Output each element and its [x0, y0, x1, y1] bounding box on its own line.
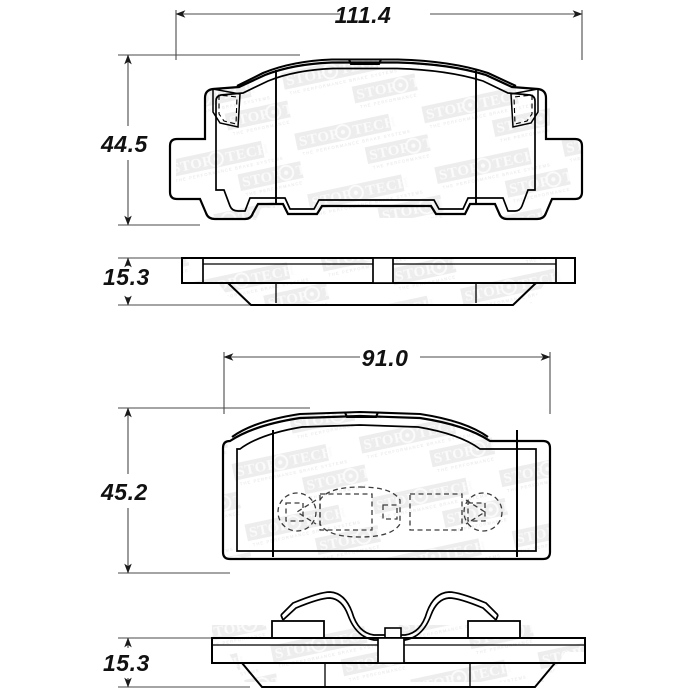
pad1-ear-right [510, 88, 539, 128]
pad2-hidden-center-boss [319, 486, 401, 538]
pad2-hidden-circle-left [277, 492, 317, 532]
dimension-label-15-3-upper: 15.3 [103, 264, 150, 290]
pad2-hidden-details [277, 486, 503, 538]
pad2-edge-tab-left [271, 620, 325, 639]
pad1-ear-right-hidden [513, 94, 533, 125]
pad1-body-outline [168, 61, 584, 221]
pad2-hidden-rect-mid-right [409, 493, 463, 531]
dimension-45-2 [118, 407, 310, 574]
pad2-edge-center-nub [384, 627, 402, 639]
pad2-top-notch [344, 411, 379, 419]
dimension-44-5 [118, 54, 300, 226]
dimension-label-91-0: 91.0 [361, 345, 409, 371]
pad1-top-arc-outer [236, 58, 517, 87]
pad1-edge-view [181, 257, 576, 306]
pad2-hidden-circle-right [463, 492, 503, 532]
pad1-ear-left [212, 88, 241, 128]
pad2-friction-boundary [236, 424, 537, 552]
pad2-top-arc-outer [231, 410, 489, 438]
dimension-label-45-2: 45.2 [101, 479, 148, 505]
pad2-edge-center-boss [377, 637, 405, 664]
pad2-hidden-wedge-right [465, 499, 487, 525]
pad2-edge-friction [241, 662, 556, 688]
dimension-15-3-upper [118, 257, 250, 306]
dimension-label-44-5: 44.5 [101, 131, 148, 157]
pad1-edge-center-boss [372, 257, 394, 284]
dimension-label-111-4: 111.4 [334, 2, 392, 28]
dimension-91-0 [223, 352, 551, 414]
pad2-hidden-rect-mid-left [319, 493, 373, 531]
pad1-top-notch [348, 59, 382, 66]
pad2-edge-tab-right [467, 620, 521, 639]
pad2-hidden-rect-right [467, 502, 486, 522]
pad2-spring-clip [280, 591, 499, 641]
pad2-front-view [221, 410, 552, 561]
pad2-body-outline [221, 414, 552, 561]
pad2-hidden-wedge-left [295, 499, 317, 525]
pad2-edge-view [211, 591, 586, 688]
pad1-friction-boundary [215, 67, 536, 212]
pad1-front-view [168, 58, 584, 221]
pad2-hidden-rect-left [285, 502, 304, 522]
pad1-ear-left-hidden [218, 94, 238, 125]
pad1-edge-friction [227, 282, 537, 306]
dimension-111-4 [175, 10, 583, 60]
dimension-label-15-3-lower: 15.3 [103, 650, 150, 676]
dimension-15-3-lower [118, 637, 250, 688]
pad2-hidden-center-square [382, 504, 398, 520]
